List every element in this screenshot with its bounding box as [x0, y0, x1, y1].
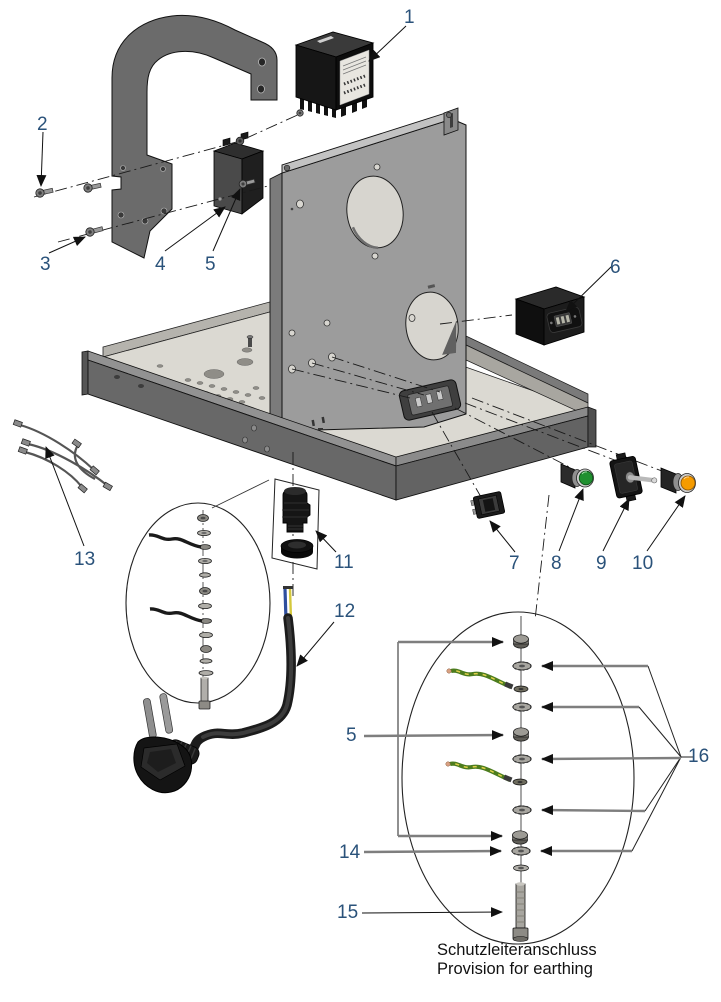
screw-3	[85, 226, 104, 237]
hour-counter	[514, 286, 586, 346]
mounting-bracket	[111, 14, 278, 259]
rocker-connector	[470, 491, 506, 519]
cable-gland-assembly	[271, 478, 320, 570]
figure-caption: Schutzleiteranschluss Provision for eart…	[437, 941, 597, 979]
detail-view-left	[125, 479, 271, 710]
callout-8: 8	[551, 553, 562, 574]
callout-12: 12	[334, 601, 356, 622]
fasteners	[35, 109, 304, 237]
callout-16: 16	[688, 746, 710, 767]
callout-3: 3	[40, 254, 51, 275]
washer-stack-left	[148, 514, 214, 710]
bolt-left	[198, 676, 211, 710]
cable-gland	[282, 488, 311, 533]
screw-mid	[83, 182, 102, 193]
mains-plug	[133, 736, 200, 794]
detail-view-earthing	[401, 611, 635, 945]
toothed-washers	[511, 661, 532, 856]
earthing-bolt	[512, 882, 529, 942]
plug-pins	[143, 693, 174, 739]
callout-5: 5	[205, 254, 216, 275]
earthing-stud	[248, 338, 252, 347]
screw-top	[296, 109, 304, 117]
callout-11: 11	[334, 552, 354, 573]
screw-5	[238, 178, 256, 189]
nut-upper	[235, 136, 245, 146]
caption-german: Schutzleiteranschluss	[437, 941, 597, 959]
screw-2	[35, 187, 54, 198]
callout-4: 4	[155, 254, 166, 275]
earth-wire-terminal-2	[445, 761, 528, 786]
callout-2: 2	[37, 114, 48, 135]
callout-14: 14	[339, 842, 361, 863]
panel-hole-lower	[405, 291, 459, 361]
callout-10: 10	[632, 553, 654, 574]
gland-locknut	[280, 539, 314, 559]
power-cable	[133, 586, 296, 794]
callout-13: 13	[74, 549, 96, 570]
orange-indicator	[660, 467, 696, 494]
panel-marks	[311, 416, 325, 430]
mounting-panel	[269, 107, 467, 438]
toggle-switch	[609, 452, 658, 502]
earth-wire-terminal	[446, 668, 529, 693]
gland-frame	[271, 478, 320, 570]
callout-9: 9	[596, 553, 607, 574]
callout-6: 6	[610, 257, 621, 278]
callout-5-detail: 5	[346, 725, 357, 746]
leader-lines	[36, 25, 693, 918]
wire-harness	[12, 419, 113, 494]
relay-module	[294, 31, 375, 118]
callout-1: 1	[404, 7, 415, 28]
panel-small-holes	[288, 163, 416, 374]
caption-english: Provision for earthing	[437, 959, 593, 978]
green-pushbutton	[560, 463, 594, 489]
panel-hole-upper	[346, 175, 404, 250]
callout-7: 7	[509, 553, 520, 574]
toggle-lever	[627, 475, 657, 483]
callout-15: 15	[337, 902, 359, 923]
earthing-stack	[445, 634, 532, 942]
tray-rails	[81, 350, 597, 501]
